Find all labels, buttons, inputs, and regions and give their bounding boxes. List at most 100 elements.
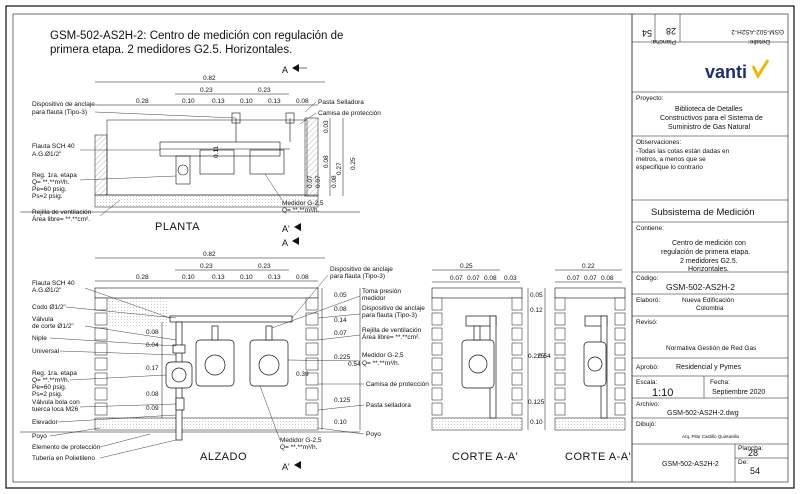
elev-label-l1: A.G.Ø1/2" [32,287,62,294]
elev-label-r0: Dispositivo de anclaje [330,266,393,273]
plan-label-flute2: A.G.Ø1/2" [32,151,62,158]
tb-proyecto-2: Constructivos para el Sistema de [660,115,763,122]
elev-label-l0: Flauta SCH 40 [32,280,75,287]
elev-label-r11: Pasta selladora [366,402,411,409]
tb-contiene-label: Contiene: [636,225,664,232]
s1-dim-025: 0.25 [460,263,473,270]
elev-label-l5: Niple [32,335,47,342]
elev-dim-r-007: 0.07 [334,330,347,337]
tb-codigo-label: Código: [636,275,659,282]
elev-label-r4: Dispositivo de anclaje [362,305,425,312]
elev-label-l16: Tubería en Polietileno [32,455,95,462]
elev-dim-r-005: 0.05 [334,292,347,299]
s1-dim-008: 0.08 [484,275,497,282]
drawing-title-line2: primera etapa. 2 medidores G2.5. Horizon… [50,44,292,56]
elev-dim-023b: 0.23 [258,263,271,270]
tb-proyecto-3: Suministro de Gas Natural [668,124,751,131]
elev-label-r8: Medidor G-2,5 [362,352,404,359]
plan-label-meter2: Q= **.**m³/h. [282,207,320,214]
plan-dim-007a: 0.07 [307,175,314,188]
tb-plancha-label: Plancha: [651,38,676,45]
elev-label-r7: Área libre= **.**cm². [362,332,420,341]
elev-dim-r-014: 0.14 [334,317,347,324]
tb-plancha2: 28 [748,448,758,458]
s2-dim-007a: 0.07 [567,275,580,282]
elev-dim-l-004: 0.04 [146,342,159,349]
plan-label-vent2: Área libre= **.**cm². [32,214,90,223]
elev-dim-r-010: 0.10 [334,419,347,426]
elev-label-r12: Poyo [366,431,381,438]
elev-label-l4: de corte Ø1/2" [32,323,74,330]
plan-dim-013b: 0.13 [268,98,281,105]
tb-obs-label: Observaciones: [636,139,681,146]
plan-label-reg2: Q= **.**m³/h. [32,179,70,186]
elev-label-l8: Q= **.**m³/h. [32,377,70,384]
elev-dim-010a: 0.10 [182,274,195,281]
tb-reviso: Normativa Gestión de Red Gas [666,345,757,352]
section2-view: 0.22 0.07 0.07 0.08 CORTE A-A' [554,263,631,463]
plan-dim-008s: 0.08 [323,155,330,168]
elev-label-l12: tuerca loca M26 [32,406,79,413]
s1-dim-r-0225: 0.225 [528,353,545,360]
plan-dim-008b: 0.08 [331,175,338,188]
drawing-title-line1: GSM-502-AS2H-2: Centro de medición con r… [50,30,343,42]
tb-detalle-label: Detalle: [748,38,770,45]
s1-dim-r-010: 0.10 [530,419,543,426]
plan-dim-025: 0.25 [350,157,357,170]
tb-detalle-value: GSM-502-AS2H-2 [731,28,784,35]
plan-dim-013a: 0.13 [212,98,225,105]
tb-of-value: 54 [642,28,652,38]
s1-dim-007b: 0.07 [467,275,480,282]
tb-fecha: Septiembre 2020 [712,389,765,396]
s1-dim-r-0125: 0.125 [528,399,545,406]
elev-label-r10: Camisa de protección [366,381,429,388]
tb-reviso-label: Revisó: [636,319,658,326]
elev-dim-r-039: 0.39 [296,371,309,378]
vanti-logo: vanti [705,62,747,82]
tb-de-label: De: [738,459,748,466]
tb-aprobo: Residencial y Pymes [676,364,741,371]
titleblock [632,14,788,482]
elev-dim-l-017: 0.17 [146,365,159,372]
elev-label-l11: Válvula bola con [32,399,80,406]
plan-dim-010a: 0.10 [182,98,195,105]
elev-label-l15: Elemento de protección [32,444,101,451]
elev-dim-l-008b: 0.08 [146,391,159,398]
tb-dibujo: Arq. Pilar Castillo Quintanilla [682,434,740,439]
plan-label-reg3: Pe=60 psig. [32,186,67,193]
tb-detalle2: GSM-502-AS2H-2 [662,461,719,468]
elev-label-r9: Q= **.**m³/h. [362,360,400,367]
plan-label-anchor1: Dispositivo de anclaje [32,101,95,108]
plan-label-reg1: Reg. 1ra. etapa [32,172,77,179]
elev-dim-r-0125: 0.125 [334,397,351,404]
plan-view-label: PLANTA [155,221,200,233]
plan-cut-a-prime: A' [282,224,290,234]
elev-label-l7: Reg. 1ra. etapa [32,370,77,377]
tb-fecha-label: Fecha: [710,379,730,386]
plan-label-shirt: Camisa de protección [318,110,381,117]
elev-cut-a-top: A [282,238,288,248]
elev-dim-013a: 0.13 [212,274,225,281]
elev-label-r6: Rejilla de ventilación [362,327,422,334]
s1-dim-r-012: 0.12 [530,307,543,314]
plan-label-reg4: Ps=2 psig. [32,193,63,200]
section1-view-label: CORTE A-A' [452,451,518,463]
elev-label-r1: para flauta (Tipo-3) [330,273,385,280]
tb-proyecto-label: Proyecto: [636,95,664,102]
elev-dim-028: 0.28 [136,274,149,281]
elev-label-l3: Válvula [32,316,54,323]
plan-dim-007b: 0.07 [315,175,322,188]
plan-dim-023b: 0.23 [258,87,271,94]
elev-label-l6: Universal [32,348,60,355]
plan-dim-010b: 0.10 [240,98,253,105]
tb-proyecto-1: Biblioteca de Detalles [675,106,743,113]
plan-label-vent1: Rejilla de ventilación [32,209,92,216]
elev-dim-008: 0.08 [296,274,309,281]
plan-dim-total: 0.82 [203,75,216,82]
elev-dim-r-008: 0.08 [334,306,347,313]
plan-cut-a-top: A [282,65,288,75]
elev-label-r5: para flauta (Tipo-3) [362,312,417,319]
tb-escala: 1:10 [652,387,673,399]
s1-dim-007a: 0.07 [450,275,463,282]
